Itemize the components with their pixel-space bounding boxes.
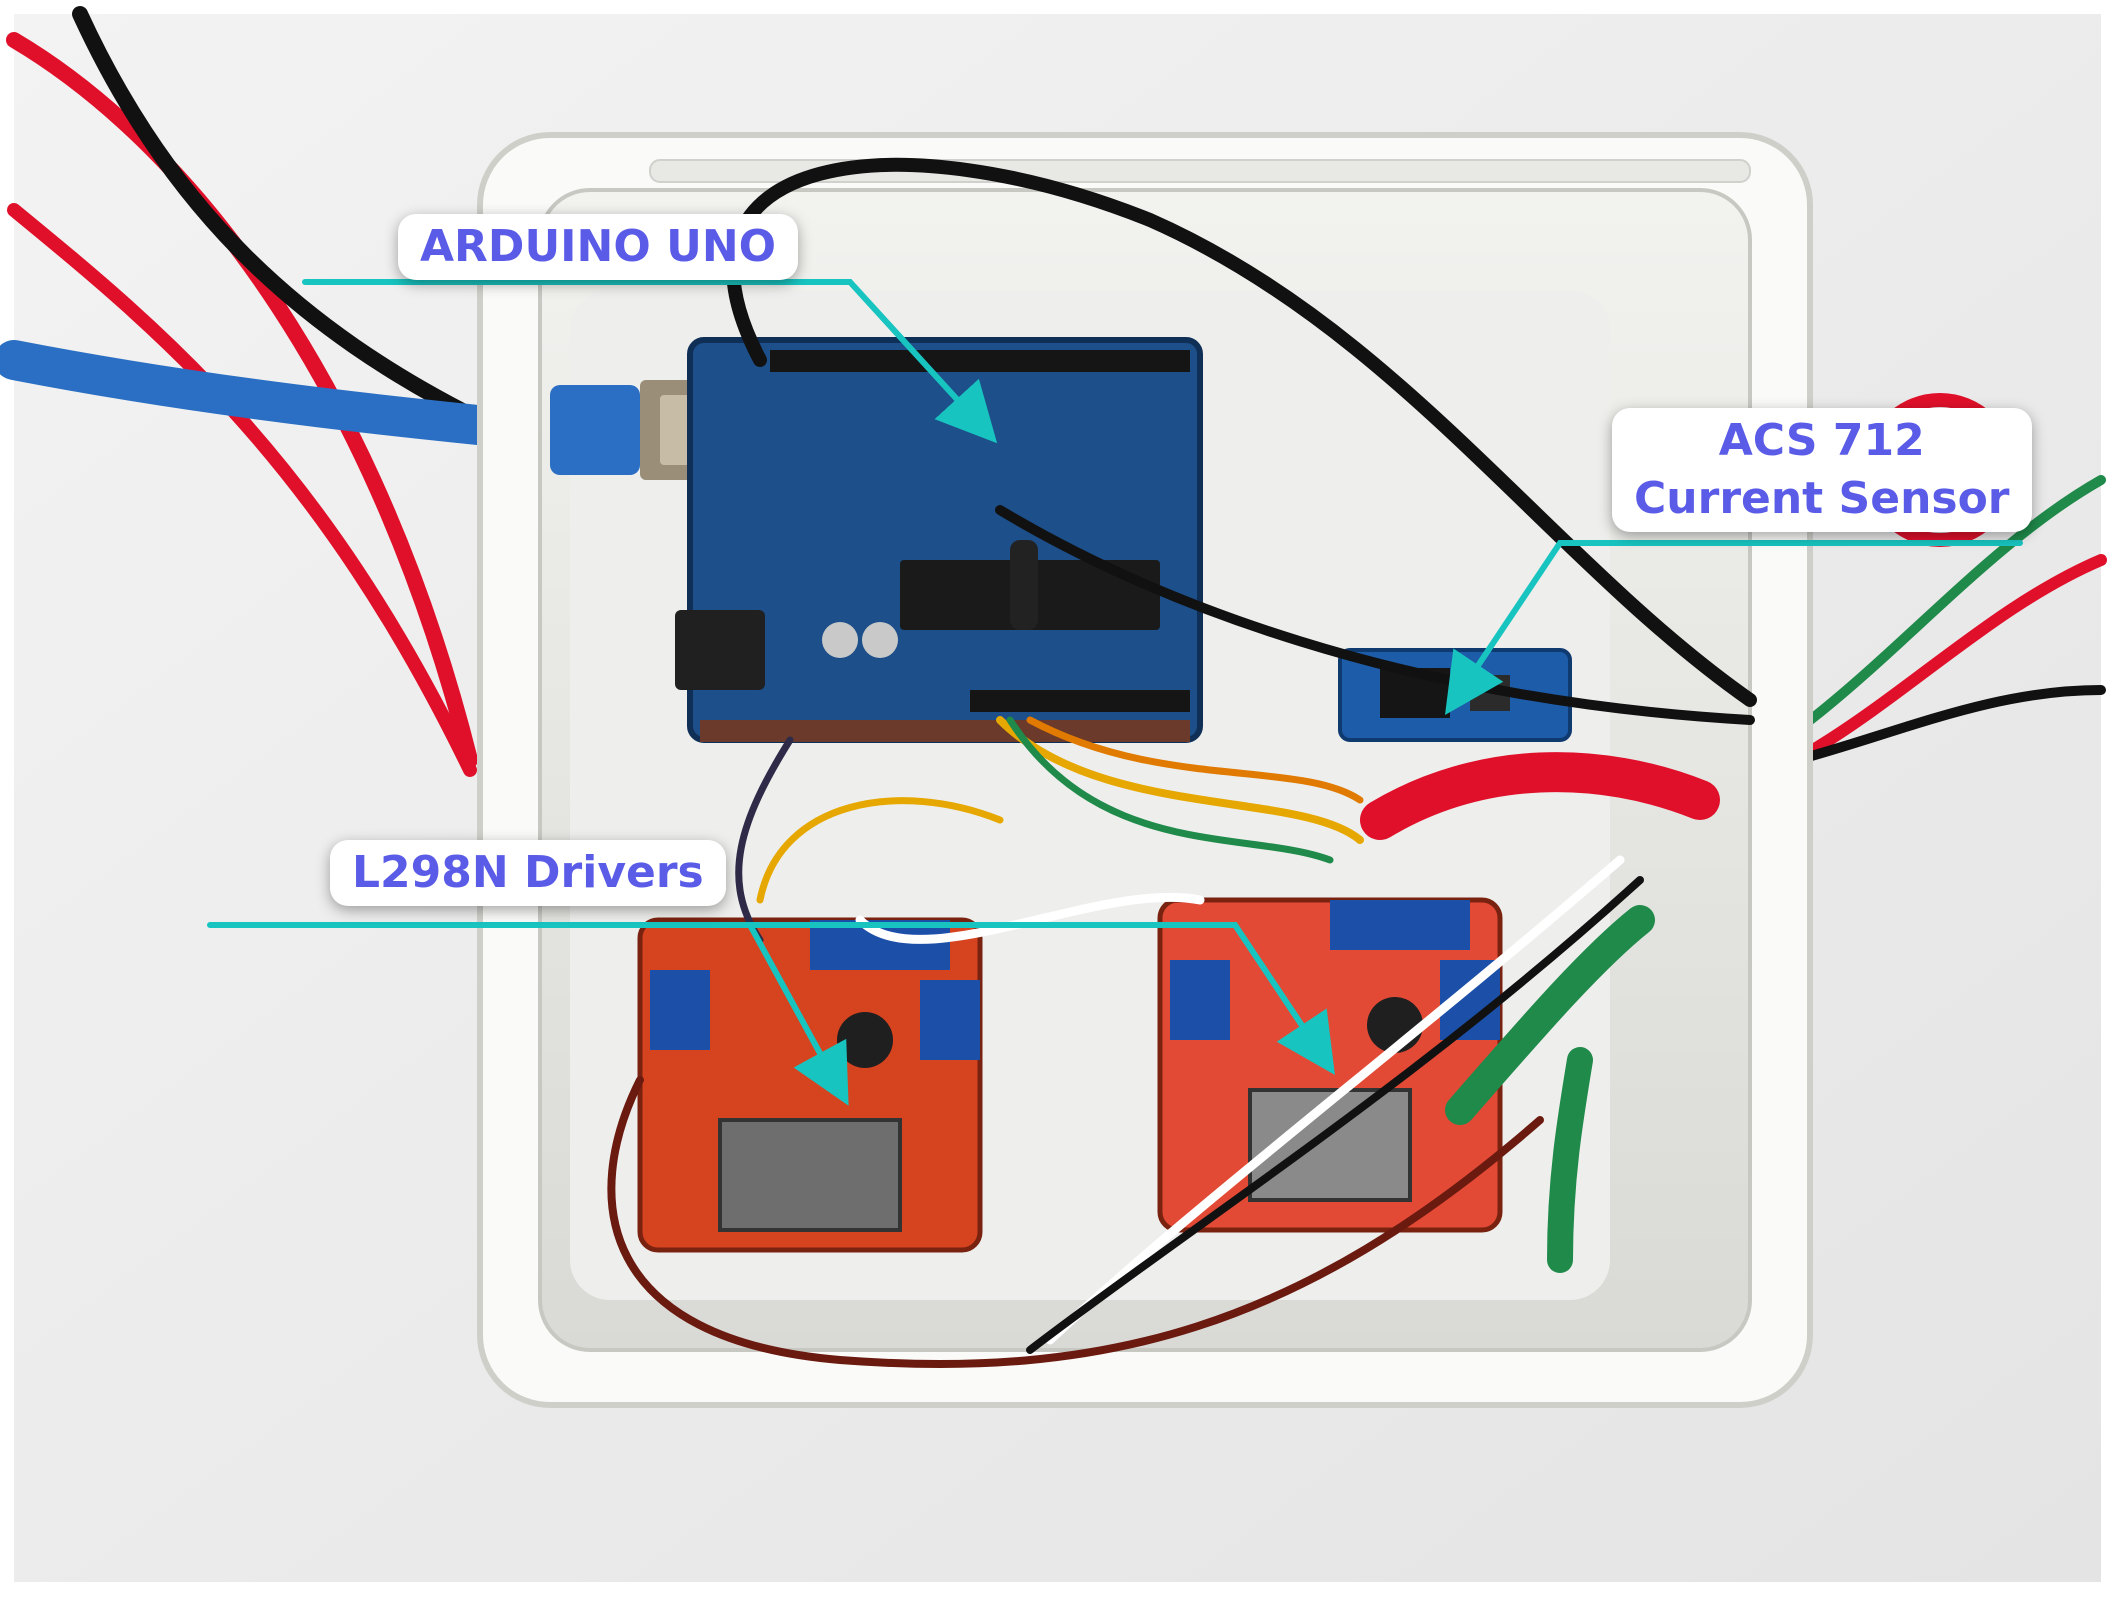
pointer-arduino	[302, 279, 998, 444]
arduino-uno-label: ARDUINO UNO	[398, 214, 799, 280]
current-sensor-label-line2: Current Sensor	[1634, 473, 2010, 524]
annotation-pointers	[207, 279, 2023, 1106]
l298n-driver-right	[1157, 897, 1503, 1233]
pointer-driver-right	[747, 922, 1335, 1075]
pointer-current-sensor	[1444, 540, 2023, 715]
l298n-driver-left	[637, 917, 983, 1253]
l298n-drivers-label: L298N Drivers	[330, 840, 726, 906]
current-sensor-label-line1: ACS 712	[1718, 415, 1925, 466]
current-sensor-label: ACS 712 Current Sensor	[1612, 408, 2032, 532]
arduino-uno-board	[675, 337, 1203, 743]
l298n-drivers-label-text: L298N Drivers	[352, 847, 704, 898]
internal-wires	[607, 157, 1757, 1369]
arduino-uno-label-text: ARDUINO UNO	[420, 221, 777, 272]
